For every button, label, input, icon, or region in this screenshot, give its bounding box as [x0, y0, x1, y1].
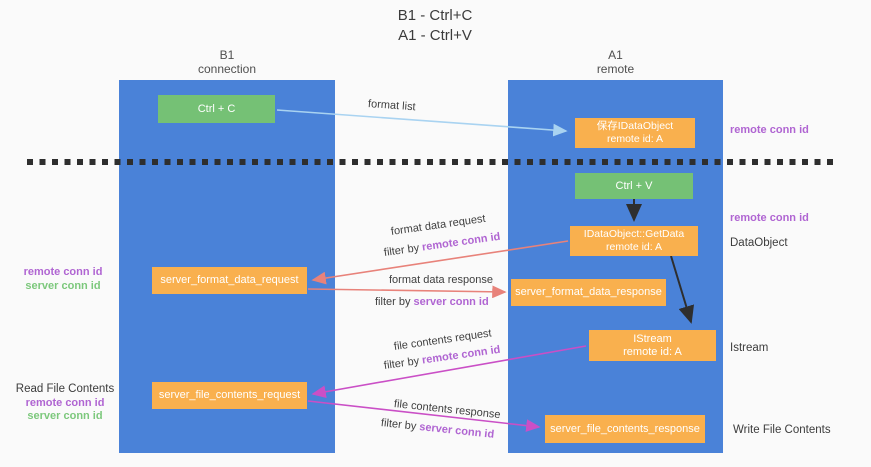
label-filter-by-server-conn-id-4: filter by server conn id: [380, 417, 494, 441]
label-remote-conn-id-left-top: remote conn id: [23, 266, 103, 278]
node-server-format-data-response-label: server_format_data_response: [515, 286, 662, 298]
arrow-format-data-response: [307, 285, 507, 299]
label-remote-conn-id-right-mid: remote conn id: [730, 212, 809, 224]
remote-conn-id-text-1: remote conn id: [421, 230, 502, 254]
label-format-list: format list: [367, 98, 416, 114]
label-remote-conn-id-right-top: remote conn id: [730, 124, 809, 136]
filter-by-text-4: filter by: [380, 417, 420, 433]
left-column-header: B1 connection: [119, 48, 335, 76]
label-format-data-response: format data response: [389, 274, 493, 286]
node-server-file-contents-response-label: server_file_contents_response: [550, 422, 700, 435]
node-save-idataobject-line2: remote id: A: [606, 133, 664, 145]
label-dataobject: DataObject: [730, 237, 788, 249]
right-column-subtitle: remote: [596, 62, 635, 76]
node-server-file-contents-response: server_file_contents_response: [545, 415, 705, 443]
node-server-file-contents-request: server_file_contents_request: [152, 382, 307, 409]
title-line-1: B1 - Ctrl+C: [397, 7, 473, 24]
label-file-contents-response: file contents response: [393, 398, 502, 422]
diagram-title: B1 - Ctrl+C A1 - Ctrl+V: [300, 6, 570, 46]
filter-by-text-3: filter by: [383, 354, 423, 372]
title-line-2: A1 - Ctrl+V: [398, 27, 472, 44]
node-server-format-data-request: server_format_data_request: [152, 267, 307, 294]
left-conn-id-block-top: remote conn id server conn id: [18, 266, 108, 293]
node-server-format-data-request-label: server_format_data_request: [160, 274, 299, 286]
label-istream: Istream: [730, 342, 769, 354]
label-filter-by-server-conn-id-2: filter by server conn id: [375, 296, 489, 308]
filter-by-text-2: filter by: [375, 296, 414, 308]
left-column-subtitle: connection: [197, 62, 257, 76]
node-ctrl-v: Ctrl + V: [575, 173, 693, 199]
label-read-file-contents: Read File Contents: [15, 383, 115, 395]
label-write-file-contents: Write File Contents: [733, 424, 831, 436]
dashed-separator-line: [27, 159, 836, 165]
label-remote-conn-id-left-bottom: remote conn id: [25, 396, 105, 409]
server-conn-id-text-4: server conn id: [418, 421, 495, 441]
right-column-name: A1: [608, 48, 623, 62]
node-ctrl-v-label: Ctrl + V: [615, 179, 653, 192]
node-istream-line1: IStream: [633, 332, 672, 345]
node-save-idataobject-line1: 保存IDataObject: [596, 120, 674, 132]
node-idataobject-getdata-line1: IDataObject::GetData: [583, 228, 685, 240]
node-server-file-contents-request-label: server_file_contents_request: [158, 389, 301, 401]
node-istream-line2: remote id: A: [623, 345, 682, 358]
node-istream: IStream remote id: A: [589, 330, 716, 361]
node-idataobject-getdata: IDataObject::GetData remote id: A: [570, 226, 698, 256]
node-ctrl-c: Ctrl + C: [158, 95, 275, 123]
label-server-conn-id-left-top: server conn id: [25, 279, 101, 292]
node-ctrl-c-label: Ctrl + C: [197, 102, 236, 115]
server-conn-id-text-2: server conn id: [413, 296, 489, 308]
label-server-conn-id-left-bottom: server conn id: [27, 410, 103, 422]
left-read-file-block: Read File Contents remote conn id server…: [13, 383, 117, 424]
node-server-format-data-response: server_format_data_response: [511, 279, 666, 306]
filter-by-text-1: filter by: [383, 241, 423, 259]
node-idataobject-getdata-line2: remote id: A: [605, 241, 663, 253]
left-column-name: B1: [219, 48, 235, 62]
right-column-header: A1 remote: [508, 48, 723, 76]
node-save-idataobject: 保存IDataObject remote id: A: [575, 118, 695, 148]
